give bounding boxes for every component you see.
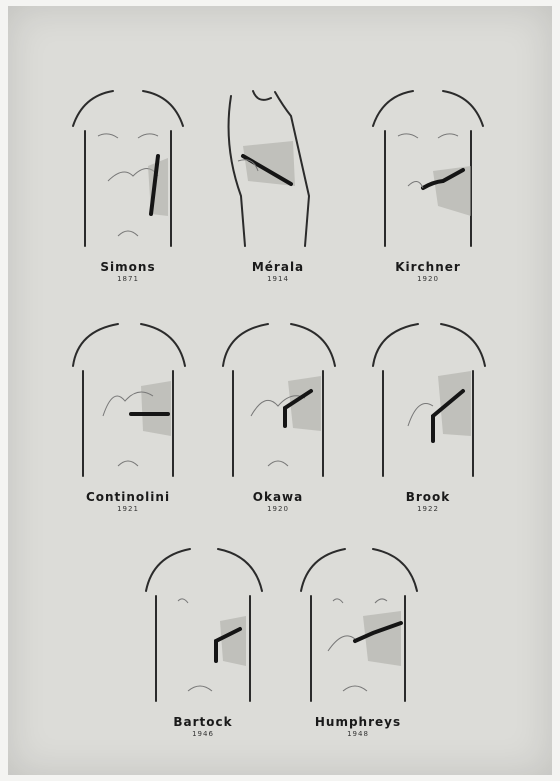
torso-drawing [138,541,268,711]
surgeon-year: 1946 [133,730,273,738]
surgeon-name: Continolini [58,490,198,504]
surgeon-year: 1921 [58,505,198,513]
torso-drawing [293,541,423,711]
surgeon-year: 1948 [288,730,428,738]
figure-simons: Simons 1871 [58,86,198,283]
surgeon-name: Kirchner [358,260,498,274]
torso-drawing [363,316,493,486]
figure-okawa: Okawa 1920 [208,316,348,513]
surgeon-name: Mérala [208,260,348,274]
figure-kirchner: Kirchner 1920 [358,86,498,283]
torso-side-drawing [213,86,343,256]
torso-drawing [63,316,193,486]
plate-background: Simons 1871 Mérala 1914 Kirchner 1920 [8,6,552,775]
figure-brook: Brook 1922 [358,316,498,513]
surgeon-name: Okawa [208,490,348,504]
surgeon-name: Simons [58,260,198,274]
figure-bartock: Bartock 1946 [133,541,273,738]
surgeon-year: 1871 [58,275,198,283]
surgeon-year: 1920 [358,275,498,283]
surgeon-name: Humphreys [288,715,428,729]
torso-drawing [213,316,343,486]
figure-humphreys: Humphreys 1948 [288,541,428,738]
figure-merala: Mérala 1914 [208,86,348,283]
surgeon-name: Brook [358,490,498,504]
surgeon-name: Bartock [133,715,273,729]
surgeon-year: 1922 [358,505,498,513]
surgeon-year: 1914 [208,275,348,283]
figure-continolini: Continolini 1921 [58,316,198,513]
torso-drawing [363,86,493,256]
surgeon-year: 1920 [208,505,348,513]
torso-drawing [63,86,193,256]
